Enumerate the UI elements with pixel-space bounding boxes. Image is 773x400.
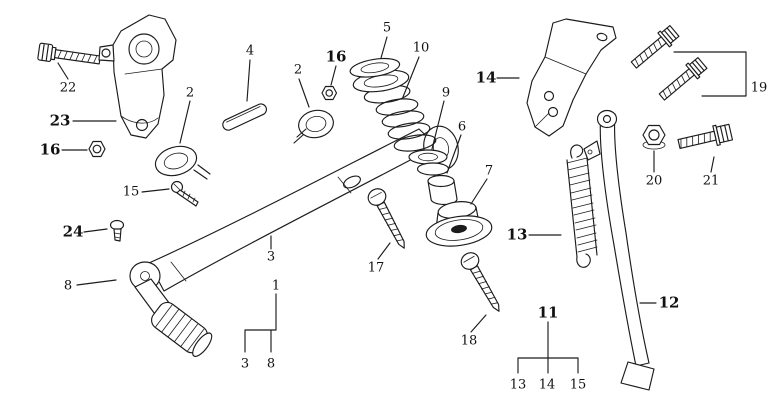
screw-17-drawing: [367, 188, 405, 249]
hex-nut-16-left-drawing: [88, 140, 106, 158]
flange-bolt-19b-drawing: [658, 56, 708, 101]
spring-10-drawing: [375, 98, 437, 152]
part-number-18: 18: [460, 333, 478, 349]
part-number-14: 14: [475, 68, 497, 87]
part-number-8: 8: [266, 356, 276, 372]
flange-bolt-21-drawing: [677, 123, 734, 149]
ring-2-left-drawing: [154, 145, 211, 180]
flanged-cap-7-drawing: [425, 201, 493, 247]
part-number-3: 3: [266, 249, 276, 265]
part-number-13: 13: [509, 377, 527, 393]
part-number-3: 3: [240, 356, 250, 372]
part-number-2: 2: [185, 85, 195, 101]
part-number-20: 20: [645, 173, 663, 189]
part-number-16: 16: [325, 47, 347, 66]
part-number-5: 5: [382, 20, 392, 36]
part-number-1: 1: [271, 278, 281, 294]
part-number-23: 23: [49, 111, 71, 130]
part-number-21: 21: [702, 173, 720, 189]
group-bracket-1: [244, 293, 277, 353]
washer-stack-5-drawing: [349, 57, 411, 104]
part-number-11: 11: [537, 303, 559, 322]
stand-bracket-14-drawing: [526, 18, 617, 137]
flange-bolt-19a-drawing: [630, 24, 680, 69]
part-number-9: 9: [441, 85, 451, 101]
part-number-6: 6: [457, 119, 467, 135]
leader-lines: [57, 36, 715, 333]
part-number-10: 10: [412, 40, 430, 56]
part-number-12: 12: [658, 293, 680, 312]
group-bracket-11: [517, 321, 579, 374]
side-stand-12-drawing: [583, 109, 655, 391]
lever-3-drawing: [129, 125, 459, 357]
part-number-7: 7: [484, 163, 494, 179]
lever-holder-23-drawing: [98, 14, 177, 139]
tube-4-drawing: [222, 103, 268, 131]
part-number-15: 15: [569, 377, 587, 393]
screw-15-drawing: [170, 180, 199, 207]
part-number-4: 4: [245, 43, 255, 59]
part-number-17: 17: [367, 260, 385, 276]
part-number-24: 24: [62, 222, 84, 241]
part-number-14: 14: [538, 377, 556, 393]
part-number-13: 13: [506, 225, 528, 244]
part-number-22: 22: [59, 80, 77, 96]
part-number-8: 8: [63, 278, 73, 294]
part-number-16: 16: [39, 140, 61, 159]
flange-bolt-22-drawing: [37, 42, 101, 65]
hex-nut-16-right-drawing: [321, 85, 338, 101]
part-number-19: 19: [750, 80, 768, 96]
part-number-2: 2: [293, 62, 303, 78]
screw-18-drawing: [460, 252, 500, 312]
bushing-6-drawing: [427, 174, 458, 206]
group-bracket-19: [673, 51, 747, 97]
flange-nut-20-drawing: [642, 124, 666, 150]
screw-24-drawing: [109, 219, 125, 242]
part-number-15: 15: [122, 184, 140, 200]
return-spring-13-drawing: [566, 144, 598, 268]
ring-2-right-drawing: [293, 109, 334, 144]
